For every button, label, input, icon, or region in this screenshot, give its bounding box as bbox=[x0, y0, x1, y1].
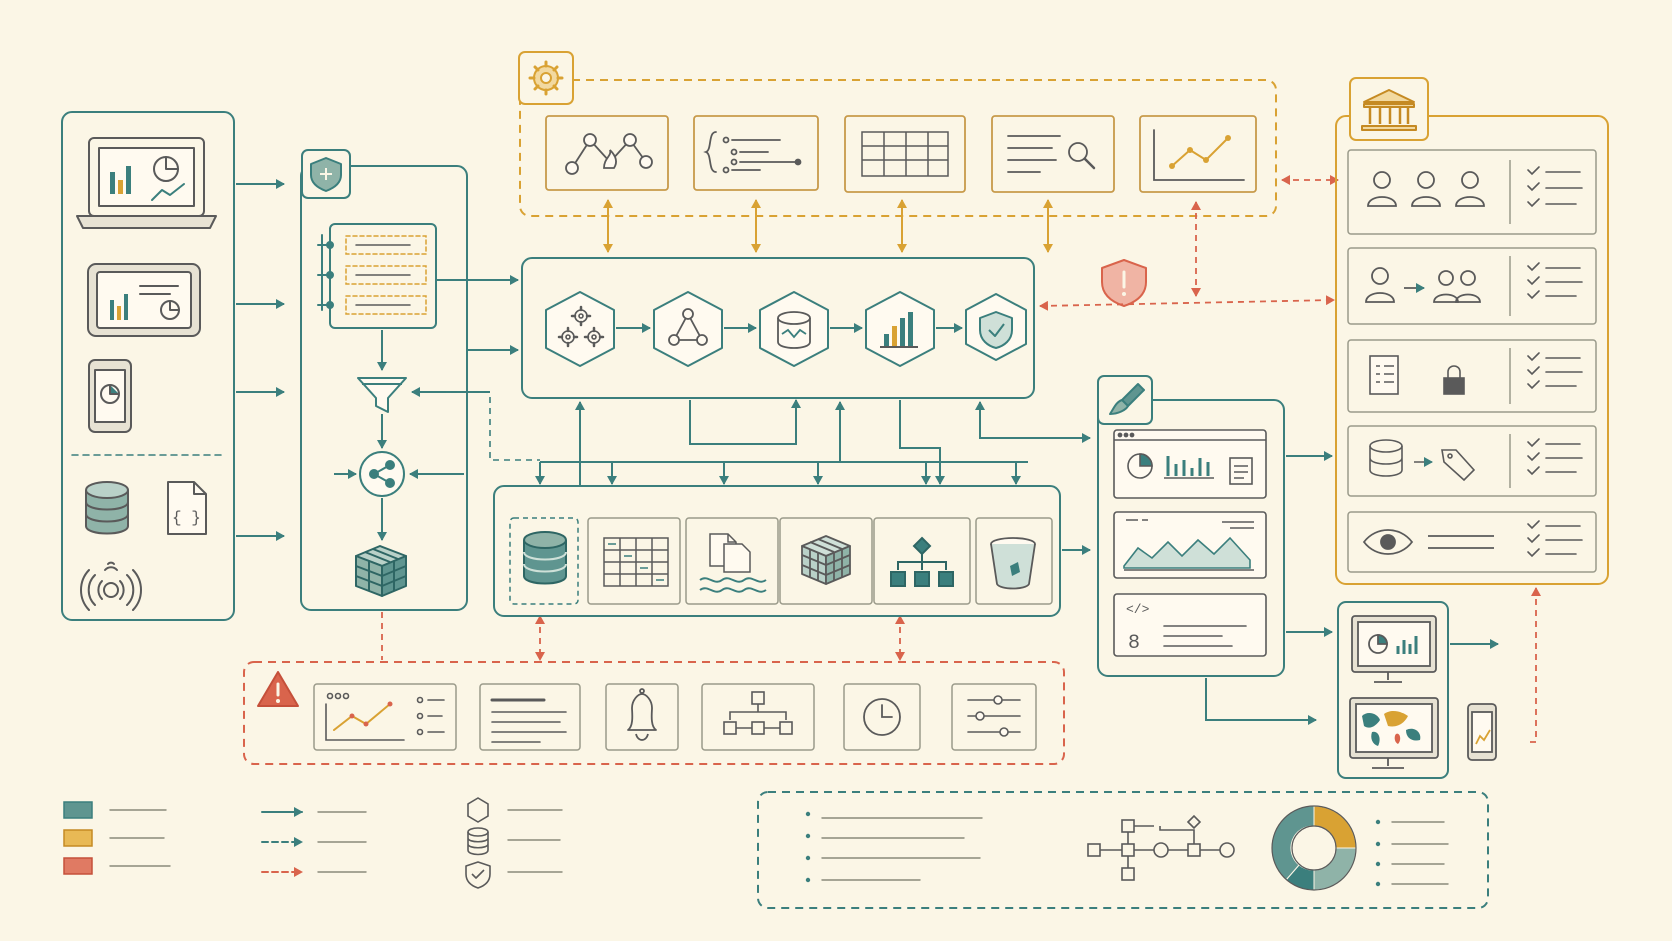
share-node-icon bbox=[359, 451, 405, 497]
log-card-icon bbox=[490, 698, 567, 743]
hexagon-icon bbox=[467, 797, 489, 823]
shield-check-icon bbox=[465, 861, 491, 889]
bar-chart-hexagon-icon bbox=[880, 312, 918, 348]
gov-card-linechart bbox=[1139, 115, 1257, 193]
gov-card-graph bbox=[545, 115, 669, 191]
svg-text:8: 8 bbox=[1128, 632, 1140, 655]
hierarchy-icon bbox=[890, 536, 954, 587]
document-lake-icon bbox=[699, 533, 767, 593]
monitoring-panel bbox=[243, 661, 1065, 765]
gov-card-search bbox=[991, 115, 1115, 193]
storage-panel bbox=[493, 485, 1061, 617]
phone-icon bbox=[88, 359, 132, 433]
governance-links bbox=[603, 199, 1053, 253]
code-list-icon bbox=[703, 131, 802, 174]
sources-panel bbox=[61, 111, 235, 621]
compliance-panel bbox=[1335, 77, 1609, 585]
monitor-map-icon bbox=[1349, 697, 1439, 769]
users-icon bbox=[1367, 171, 1485, 207]
dashed-feedback-link bbox=[440, 391, 540, 461]
bell-icon bbox=[627, 688, 657, 741]
json-file-icon: { } bbox=[167, 481, 207, 535]
transfer-users-icon bbox=[1365, 267, 1481, 303]
devices-panel bbox=[1337, 601, 1449, 779]
cube-icon bbox=[355, 545, 407, 597]
locked-doc-icon bbox=[1369, 355, 1465, 395]
legend-database-icon bbox=[467, 827, 489, 856]
brush-icon bbox=[1109, 383, 1145, 415]
code-snippet-icon: </> 8 bbox=[1113, 593, 1267, 657]
search-list-icon bbox=[1007, 135, 1096, 173]
form-list-icon bbox=[317, 223, 437, 329]
alert-shield-icon bbox=[1101, 259, 1147, 307]
eye-icon bbox=[1362, 529, 1494, 555]
monitor-dashboard-icon bbox=[1351, 615, 1437, 683]
warning-icon bbox=[257, 671, 299, 707]
flow-card-icon bbox=[723, 691, 793, 735]
gears-hexagon-icon bbox=[557, 305, 605, 348]
laptop-dashboard-icon bbox=[76, 137, 217, 229]
line-chart-icon bbox=[1153, 129, 1245, 181]
gear-icon bbox=[528, 60, 564, 96]
donut-chart-icon bbox=[1270, 805, 1357, 891]
summary-panel bbox=[757, 791, 1489, 909]
bucket-icon bbox=[990, 537, 1036, 590]
sensor-icon bbox=[80, 561, 142, 611]
dashboard-window-icon bbox=[1113, 429, 1267, 499]
svg-text:</>: </> bbox=[1126, 602, 1150, 617]
storage-cards bbox=[509, 517, 1053, 605]
pipeline-panel bbox=[521, 257, 1035, 399]
clock-icon bbox=[863, 698, 901, 736]
mobile-chart-icon bbox=[1467, 703, 1497, 761]
area-chart-icon bbox=[1113, 511, 1267, 579]
svg-text:{ }: { } bbox=[172, 509, 201, 527]
gov-card-codelist bbox=[693, 115, 819, 191]
tagged-db-icon bbox=[1369, 439, 1476, 482]
storage-database-icon bbox=[523, 531, 567, 585]
funnel-icon bbox=[357, 377, 407, 413]
bank-icon bbox=[1361, 89, 1417, 131]
sliders-icon bbox=[967, 695, 1021, 737]
shield-icon bbox=[310, 157, 342, 192]
gov-card-table bbox=[844, 115, 966, 193]
table-grid-icon bbox=[861, 131, 949, 177]
compliance-checklists bbox=[1527, 166, 1583, 558]
tablet-dashboard-icon bbox=[87, 263, 201, 337]
legend bbox=[63, 801, 563, 877]
presentation-arrows bbox=[1205, 451, 1333, 725]
grid-table-icon bbox=[603, 537, 669, 587]
database-icon bbox=[85, 481, 129, 535]
summary-list-left bbox=[805, 811, 983, 883]
red-dashed-links bbox=[381, 175, 1541, 743]
flow-diagram-icon bbox=[1087, 814, 1235, 881]
pipeline-storage-arrows bbox=[535, 399, 1091, 555]
graph-hexagon-icon bbox=[668, 308, 708, 346]
compliance-rows bbox=[1347, 149, 1597, 573]
chart-card-icon bbox=[325, 692, 445, 741]
storage-cube-icon bbox=[801, 535, 851, 585]
summary-list-right bbox=[1375, 819, 1449, 887]
graph-icon bbox=[565, 133, 653, 175]
database-hexagon-icon bbox=[777, 311, 811, 349]
monitoring-cards bbox=[313, 683, 1037, 751]
shield-hexagon-icon bbox=[979, 311, 1013, 349]
source-arrows bbox=[236, 179, 285, 541]
